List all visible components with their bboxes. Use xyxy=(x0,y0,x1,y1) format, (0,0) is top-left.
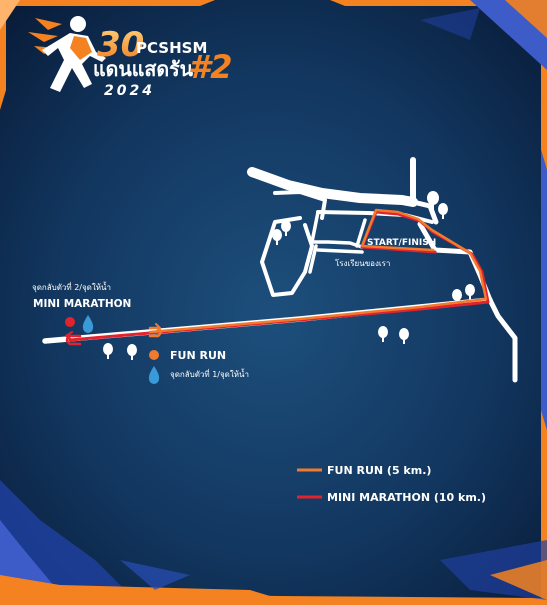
legend-fun-run-label: FUN RUN (5 km.) xyxy=(327,464,431,477)
mini-turnaround-marker xyxy=(65,317,75,327)
tree-icon xyxy=(103,343,113,359)
runner-icon xyxy=(28,16,106,92)
mini-marathon-label: MINI MARATHON xyxy=(33,298,131,310)
tree-icon xyxy=(281,220,291,236)
trees xyxy=(103,191,475,360)
fun-run-turnaround-marker xyxy=(149,350,159,360)
tree-icon xyxy=(399,328,409,344)
tree-icon xyxy=(272,229,282,245)
tree-icon xyxy=(427,191,439,210)
school-label: โรงเรียนของเรา xyxy=(335,258,390,268)
legend: FUN RUN (5 km.) MINI MARATHON (10 km.) xyxy=(297,464,486,504)
fun-run-turnaround-label: จุดกลับตัวที่ 1/จุดให้น้ำ xyxy=(170,368,249,379)
event-logo: 30 PCSHSM แดนแสดรัน #2 2024 xyxy=(28,16,233,99)
start-finish-label: START/FINISH xyxy=(367,238,436,248)
tree-icon xyxy=(127,344,137,360)
fun-run-label: FUN RUN xyxy=(170,349,226,362)
tree-icon xyxy=(438,203,448,219)
logo-year: 2024 xyxy=(104,83,155,99)
mini-turnaround-arrow xyxy=(65,334,82,346)
mini-turnaround-label: จุดกลับตัวที่ 2/จุดให้น้ำ xyxy=(32,281,111,292)
legend-mini-marathon-label: MINI MARATHON (10 km.) xyxy=(327,491,486,504)
logo-org: PCSHSM xyxy=(136,39,207,57)
fun-run-route xyxy=(148,208,488,334)
running-routes xyxy=(65,208,490,346)
logo-number: 30 xyxy=(97,25,144,65)
water-drop-icon xyxy=(148,366,160,384)
water-drop-icon xyxy=(82,315,94,333)
tree-icon xyxy=(465,284,475,300)
fun-turnaround-arrow xyxy=(148,326,162,338)
logo-event-name: แดนแสดรัน xyxy=(93,57,193,81)
logo-edition: #2 xyxy=(188,48,233,86)
tree-icon xyxy=(378,326,388,342)
